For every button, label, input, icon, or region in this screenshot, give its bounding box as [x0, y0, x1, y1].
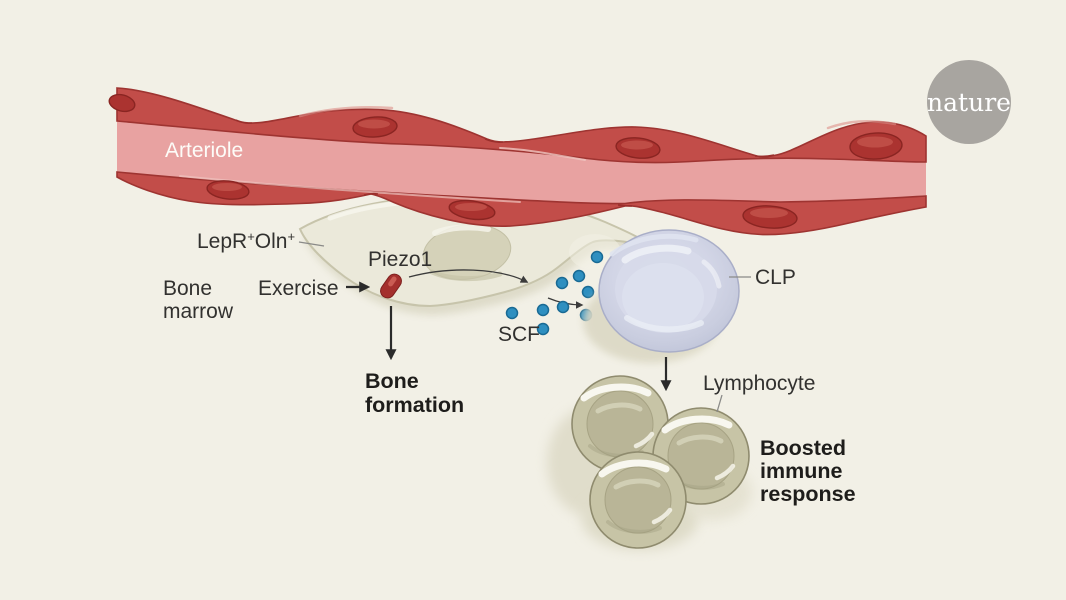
lepr-oln-connector: [298, 241, 325, 247]
boosted-immune-label-line1: Boosted: [760, 436, 846, 460]
lymphocyte-connector: [716, 394, 723, 413]
wall-sheen: [179, 175, 521, 203]
arteriole-lumen: [117, 121, 926, 204]
bone-formation-label-line1: Bone: [365, 369, 419, 393]
wall-junction: [754, 154, 775, 158]
nature-logo: nature: [927, 60, 1011, 144]
bone-marrow-label-line1: Bone: [163, 277, 212, 300]
bone-marrow-label-line2: marrow: [163, 300, 234, 323]
exercise-label: Exercise: [258, 277, 339, 300]
wall-junction: [363, 192, 379, 196]
lymphocyte-cell: [590, 452, 686, 548]
scf-flow-arrow-1: [408, 269, 529, 283]
wall-sheen: [298, 106, 394, 118]
piezo1-label: Piezo1: [368, 248, 432, 271]
nature-logo-text: nature: [927, 88, 1011, 117]
endothelial-nuclei: [108, 93, 903, 229]
clp-label: CLP: [755, 266, 796, 289]
lymphocyte-label: Lymphocyte: [703, 372, 815, 395]
nucleus-shade: [429, 269, 503, 282]
nature-logo-circle: [927, 60, 1011, 144]
wall-junction: [235, 119, 253, 124]
bone-formation-label-line2: formation: [365, 393, 464, 417]
wall-sheen: [826, 120, 897, 130]
nucleus-highlight: [432, 224, 491, 236]
wall-sheen: [499, 147, 586, 161]
boosted-immune-label-line3: response: [760, 482, 856, 506]
arteriole-label: Arteriole: [165, 139, 243, 162]
wall-junction: [617, 204, 633, 207]
clp-cell: [583, 229, 740, 363]
piezo1-receptor: [380, 273, 402, 299]
arteriole-bottom-wall: [116, 171, 927, 236]
arteriole-vessel: [108, 87, 927, 236]
scf-label: SCF: [498, 323, 540, 346]
boosted-immune-label-line2: immune: [760, 459, 842, 483]
lepr-oln-label: LepR+Oln+: [197, 229, 295, 253]
wall-junction: [484, 138, 504, 143]
lymphocyte-group: [547, 376, 752, 550]
